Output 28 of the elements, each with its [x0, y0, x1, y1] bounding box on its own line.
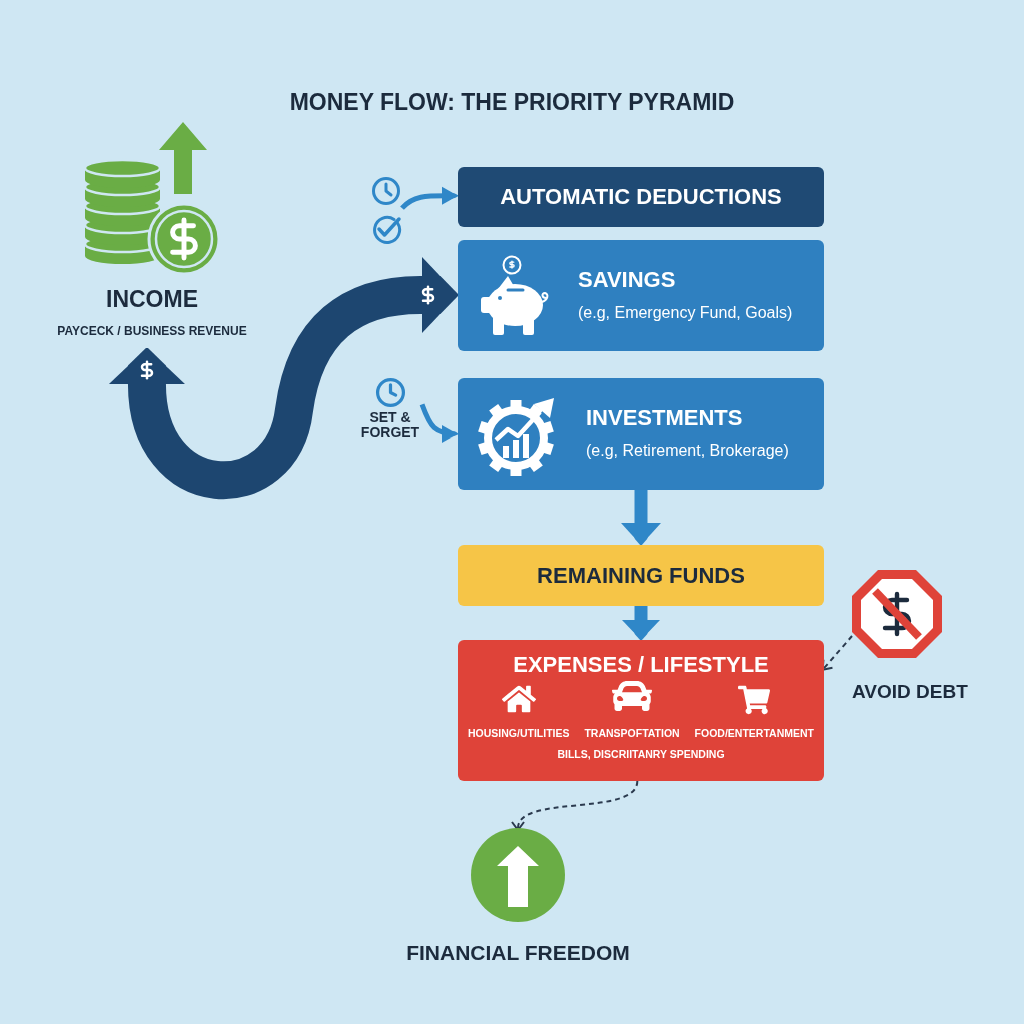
step-banner [458, 167, 824, 227]
curved-arrow [419, 403, 459, 443]
subheading: PAYCECK / BUSINESS REVENUE [57, 325, 247, 337]
goal-label: FINANCIAL FREEDOM [406, 942, 630, 963]
heading: INCOME [106, 288, 198, 311]
category-label: TRANSPOFTATION [584, 728, 680, 739]
dashed-arrow [513, 780, 639, 831]
category-label: FOOD/ENTERTANMENT [694, 728, 814, 739]
step-card [458, 240, 824, 351]
step-card [458, 640, 824, 781]
step-title: SAVINGS [578, 268, 676, 291]
step-title: EXPENSES / LIFESTYLE [513, 654, 769, 676]
block-arrow [621, 490, 661, 545]
step-title: AUTOMATIC DEDUCTIONS [500, 186, 782, 208]
diagram-title: MONEY FLOW: THE PRIORITY PYRAMID [289, 88, 735, 117]
step-banner [458, 545, 824, 606]
step-card [458, 378, 824, 490]
step-description: (e.g, Emergency Fund, Goals) [578, 302, 793, 323]
warning-label: AVOID DEBT [852, 682, 968, 701]
category-label: HOUSING/UTILITIES [468, 728, 570, 739]
category-label: BILLS, DISCRIITANRY SPENDING [557, 748, 725, 759]
block-arrow [622, 606, 660, 640]
step-title: REMAINING FUNDS [537, 564, 745, 587]
step-title: INVESTMENTS [586, 407, 743, 429]
curved-arrow [108, 256, 458, 499]
note-text: SET & FORGET [359, 410, 421, 441]
curved-arrow [400, 186, 458, 210]
step-description: (e.g, Retirement, Brokerage) [586, 441, 789, 461]
